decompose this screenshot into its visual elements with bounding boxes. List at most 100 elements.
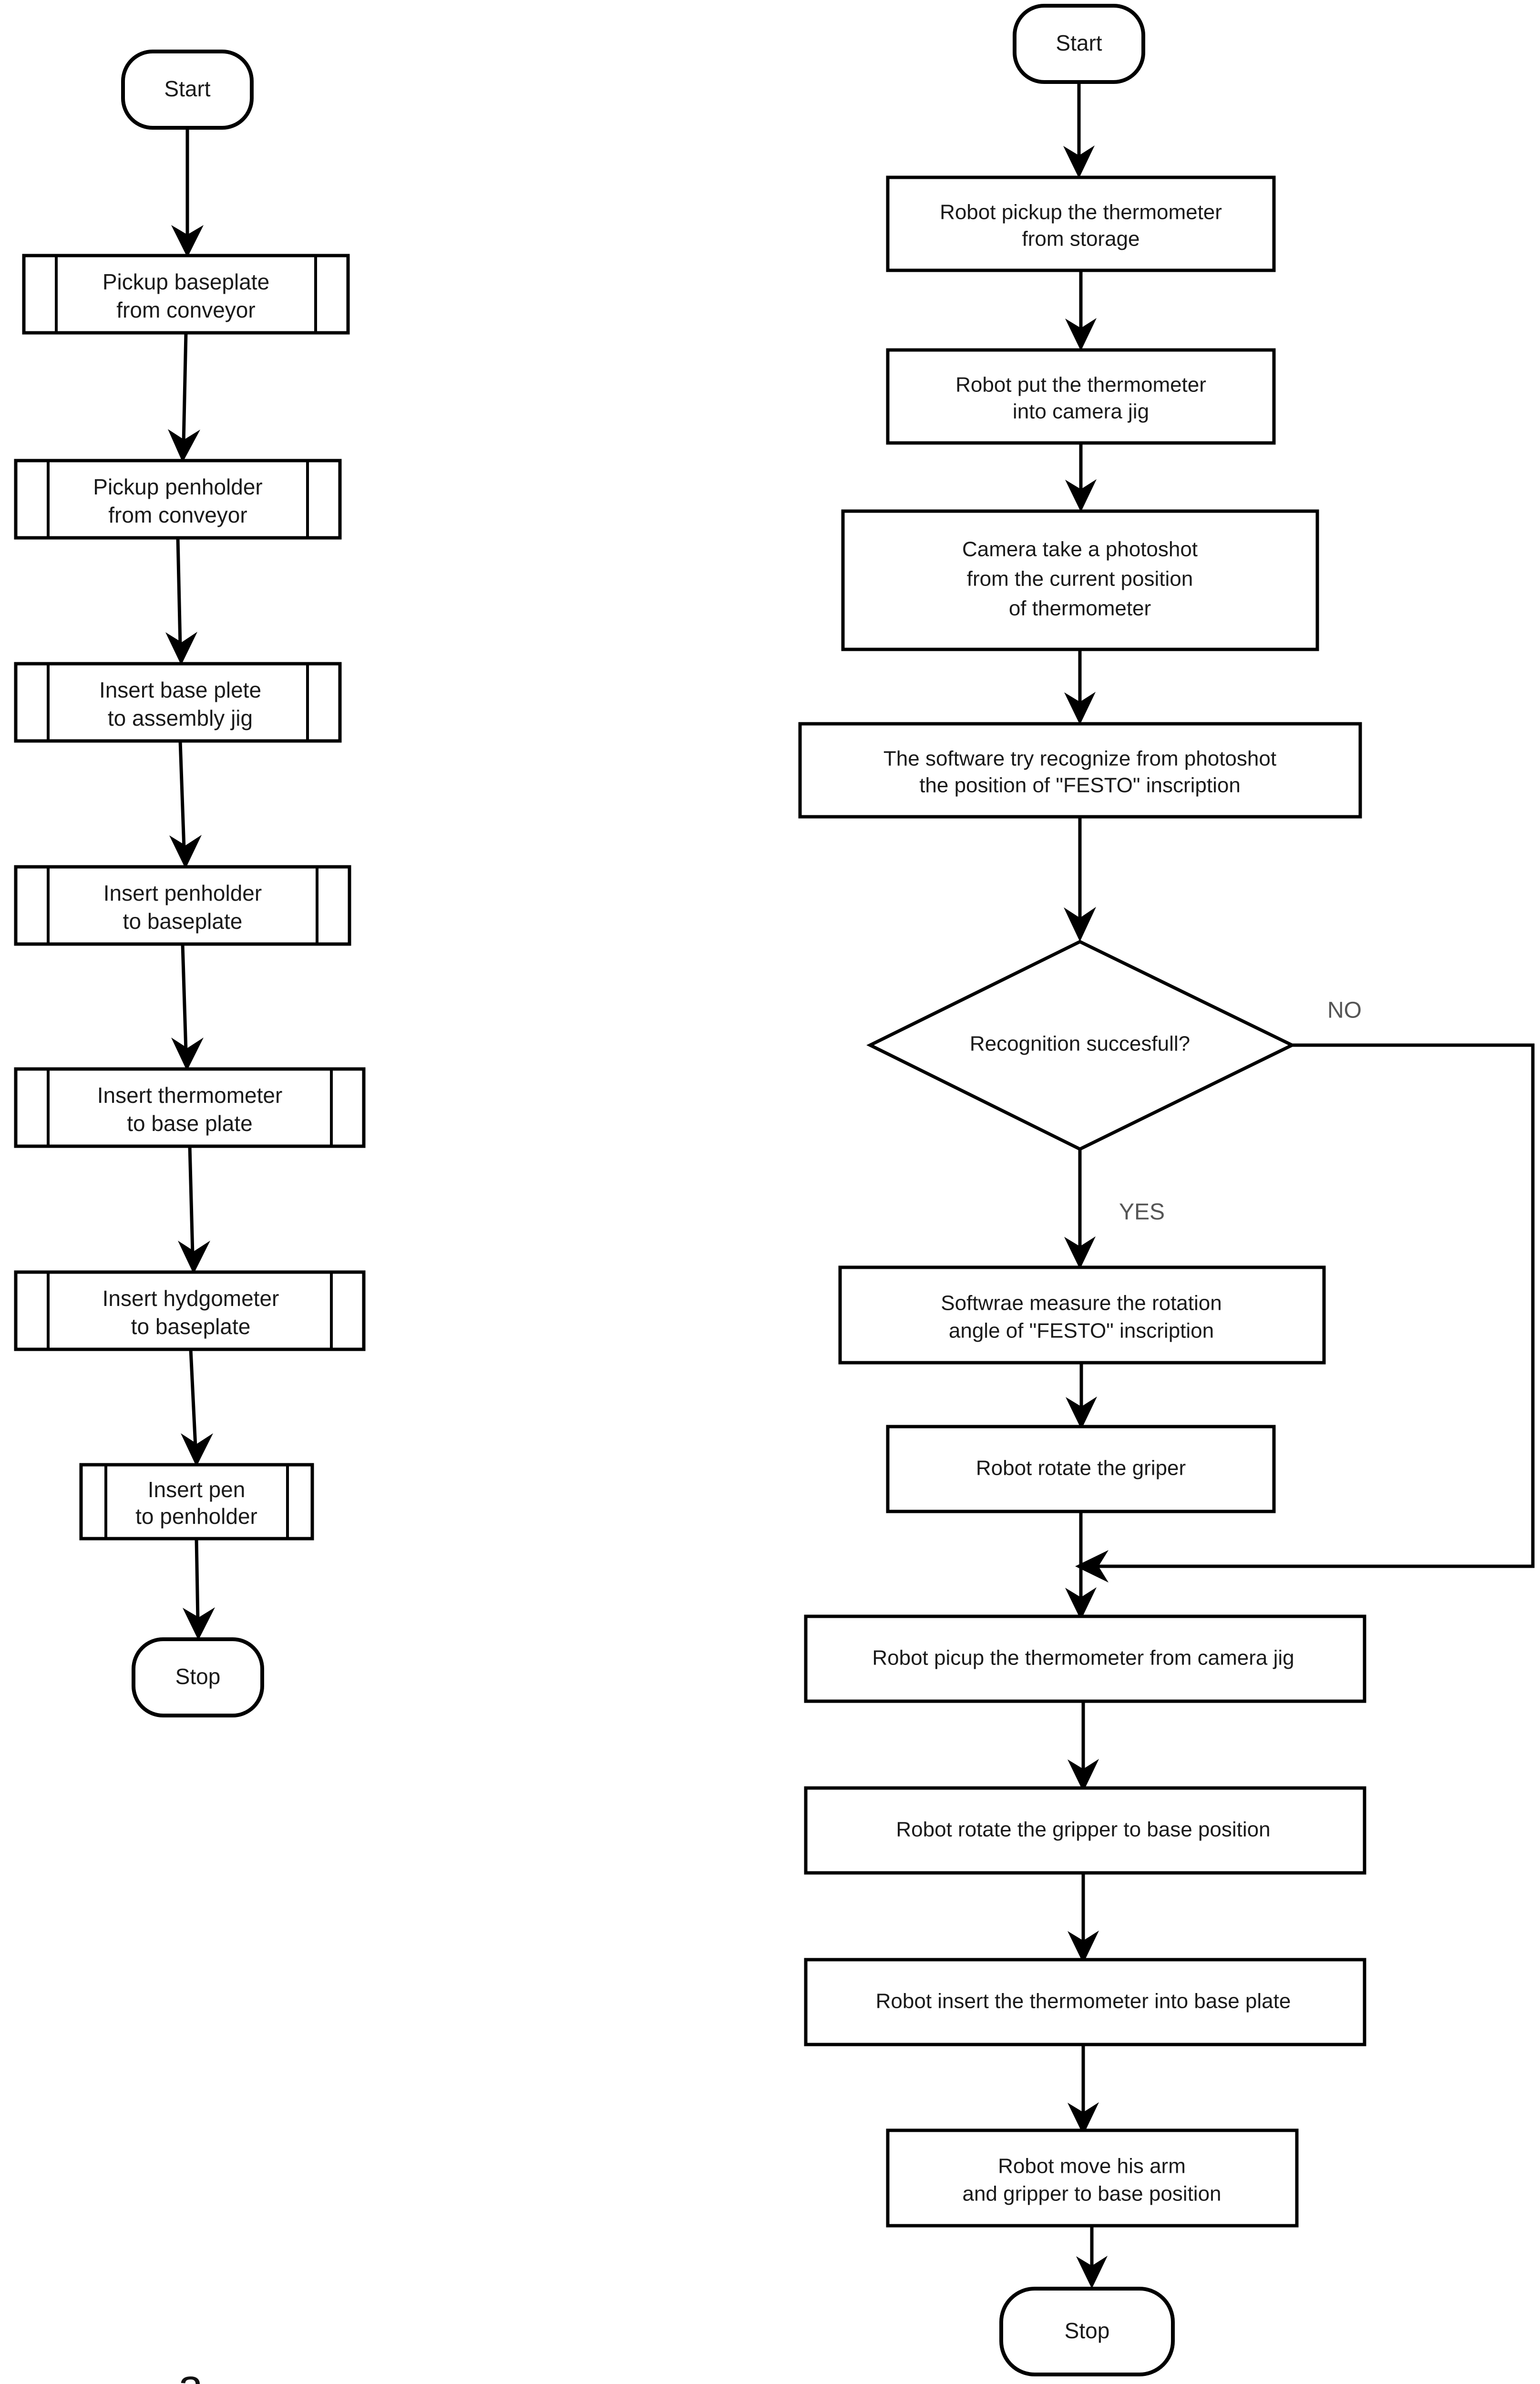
b-edge-10-to-stop — [1076, 2226, 1108, 2289]
b-step-4-line1: The software try recognize from photosho… — [883, 747, 1276, 771]
a-step-3-line1: Insert base plete — [99, 678, 261, 702]
b-step-9[interactable]: Robot insert the thermometer into base p… — [804, 1958, 1366, 2046]
a-edge-2-to-3 — [165, 537, 197, 665]
a-step-2[interactable]: Pickup penholder from conveyor — [14, 459, 342, 540]
a-step-7-line1: Insert pen — [148, 1477, 246, 1502]
arrow-icon — [168, 429, 200, 462]
a-step-4[interactable]: Insert penholder to baseplate — [14, 865, 351, 946]
b-step-2-line1: Robot put the thermometer — [955, 373, 1206, 397]
arrow-icon — [1068, 1759, 1099, 1792]
arrow-icon — [1076, 2256, 1108, 2289]
a-step-1-line2: from conveyor — [116, 298, 255, 322]
a-step-2-line1: Pickup penholder — [93, 474, 262, 499]
b-stop-node[interactable]: Stop — [999, 2287, 1175, 2376]
b-step-3-shape — [841, 509, 1319, 651]
b-step-4[interactable]: The software try recognize from photosho… — [798, 722, 1362, 819]
b-decision-no-label: NO — [1327, 998, 1362, 1023]
b-step-3-line2: from the current position — [967, 567, 1193, 591]
arrow-icon — [1063, 145, 1095, 178]
a-edge-start-to-1 — [171, 128, 204, 257]
b-step-1[interactable]: Robot pickup the thermometer from storag… — [886, 175, 1276, 272]
arrow-icon — [171, 1038, 204, 1071]
a-step-3-shape — [14, 662, 342, 743]
b-step-1-line2: from storage — [1022, 227, 1140, 251]
b-step-8-shape — [804, 1786, 1366, 1875]
arrow-icon — [1065, 479, 1097, 512]
a-step-1[interactable]: Pickup baseplate from conveyor — [22, 254, 350, 335]
arrow-icon — [1068, 2102, 1099, 2135]
b-edge-6-to-7 — [1065, 1511, 1097, 1620]
b-step-10-line1: Robot move his arm — [998, 2155, 1186, 2178]
b-step-10[interactable]: Robot move his arm and gripper to base p… — [886, 2128, 1299, 2228]
b-edge-8-to-9 — [1068, 1873, 1099, 1963]
b-step-4-shape — [798, 722, 1362, 819]
b-step-6[interactable]: Robot rotate the griper — [886, 1425, 1276, 1513]
panel-b: Start Robot pickup the thermometer from … — [798, 4, 1535, 2376]
b-step-2[interactable]: Robot put the thermometer into camera ji… — [886, 348, 1276, 445]
b-step-4-line2: the position of "FESTO" inscription — [919, 774, 1241, 797]
b-step-6-shape — [886, 1425, 1276, 1513]
a-start-label: Start — [164, 76, 210, 101]
b-step-7-shape — [804, 1614, 1366, 1703]
b-step-9-shape — [804, 1958, 1366, 2046]
arrow-icon — [183, 1607, 215, 1640]
panel-a: Start Pickup baseplate from conveyor — [14, 50, 366, 2384]
b-step-8-line1: Robot rotate the gripper to base positio… — [896, 1818, 1270, 1841]
a-edge-6-to-7 — [181, 1349, 213, 1467]
a-step-5[interactable]: Insert thermometer to base plate — [14, 1067, 366, 1148]
arrow-icon — [178, 1241, 210, 1274]
a-step-2-line2: from conveyor — [108, 503, 247, 527]
b-stop-shape — [999, 2287, 1175, 2376]
b-step-5-line2: angle of "FESTO" inscription — [949, 1319, 1214, 1343]
a-edge-5-to-6 — [178, 1146, 210, 1274]
b-step-5-line1: Softwrae measure the rotation — [941, 1292, 1222, 1315]
b-step-7[interactable]: Robot picup the thermometer from camera … — [804, 1614, 1366, 1703]
b-decision-node[interactable]: Recognition succesfull? — [866, 940, 1296, 1151]
b-edge-4-to-decision — [1064, 817, 1096, 942]
a-step-6-line2: to baseplate — [131, 1314, 251, 1339]
b-edge-2-to-3 — [1065, 443, 1097, 512]
arrow-icon — [1068, 1931, 1099, 1963]
a-step-1-shape — [22, 254, 350, 335]
a-step-7-line2: to penholder — [135, 1504, 257, 1529]
a-step-4-line2: to baseplate — [123, 909, 243, 934]
b-edge-7-to-8 — [1068, 1701, 1099, 1792]
arrow-icon — [1064, 907, 1096, 942]
a-stop-node[interactable]: Stop — [132, 1637, 264, 1717]
b-edge-no-loop — [1075, 1043, 1535, 1582]
b-edge-1-to-2 — [1065, 270, 1097, 351]
b-step-1-line1: Robot pickup the thermometer — [940, 201, 1222, 224]
b-step-3[interactable]: Camera take a photoshot from the current… — [841, 509, 1319, 651]
b-edge-yes — [1064, 1149, 1096, 1269]
arrow-icon — [1064, 692, 1096, 725]
arrow-icon — [171, 225, 204, 257]
a-step-6-shape — [14, 1270, 366, 1351]
a-step-7-shape — [79, 1463, 314, 1541]
b-step-2-line2: into camera jig — [1013, 400, 1149, 423]
b-edge-5-to-6 — [1066, 1363, 1097, 1429]
arrow-icon — [1064, 1236, 1096, 1269]
arrow-icon — [1065, 1587, 1097, 1620]
a-step-3[interactable]: Insert base plete to assembly jig — [14, 662, 342, 743]
b-step-3-line1: Camera take a photoshot — [962, 538, 1198, 561]
a-step-6[interactable]: Insert hydgometer to baseplate — [14, 1270, 366, 1351]
b-decision-label: Recognition succesfull? — [970, 1032, 1190, 1056]
a-step-5-line2: to base plate — [127, 1111, 252, 1136]
panel-a-caption: a — [178, 2360, 204, 2384]
b-start-node[interactable]: Start — [1013, 4, 1145, 84]
a-step-7[interactable]: Insert pen to penholder — [79, 1463, 314, 1541]
a-edge-1-to-2 — [168, 332, 200, 462]
b-step-8[interactable]: Robot rotate the gripper to base positio… — [804, 1786, 1366, 1875]
a-step-3-line2: to assembly jig — [108, 706, 253, 730]
a-step-1-line1: Pickup baseplate — [103, 269, 269, 294]
b-stop-label: Stop — [1065, 2318, 1110, 2343]
b-step-5[interactable]: Softwrae measure the rotation angle of "… — [838, 1265, 1326, 1365]
a-stop-shape — [132, 1637, 264, 1717]
b-edge-start-to-1 — [1063, 82, 1095, 178]
b-step-1-shape — [886, 175, 1276, 272]
arrow-icon — [1066, 1397, 1097, 1429]
b-step-7-line1: Robot picup the thermometer from camera … — [872, 1646, 1294, 1670]
a-start-node[interactable]: Start — [121, 50, 254, 130]
